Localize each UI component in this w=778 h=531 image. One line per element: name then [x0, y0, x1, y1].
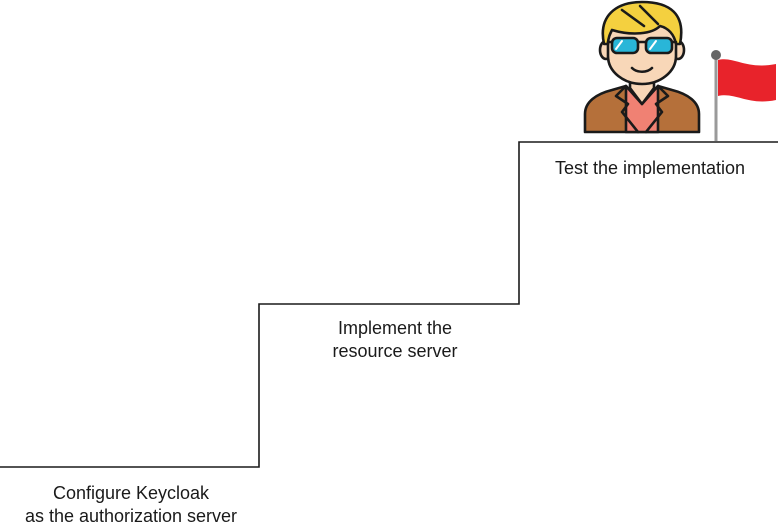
person-with-sunglasses-icon: [583, 0, 701, 134]
step-1-line-2: as the authorization server: [24, 506, 238, 526]
step-1-label: Configure Keycloak as the authorization …: [0, 482, 262, 528]
step-3-label: Test the implementation: [530, 157, 770, 180]
step-2-label: Implement the resource server: [300, 317, 490, 363]
step-3-line-1: Test the implementation: [554, 158, 746, 178]
step-2-line-2: resource server: [332, 341, 458, 361]
red-flag-icon: [711, 50, 776, 141]
step-1-line-1: Configure Keycloak: [52, 483, 210, 503]
step-2-line-1: Implement the: [337, 318, 453, 338]
